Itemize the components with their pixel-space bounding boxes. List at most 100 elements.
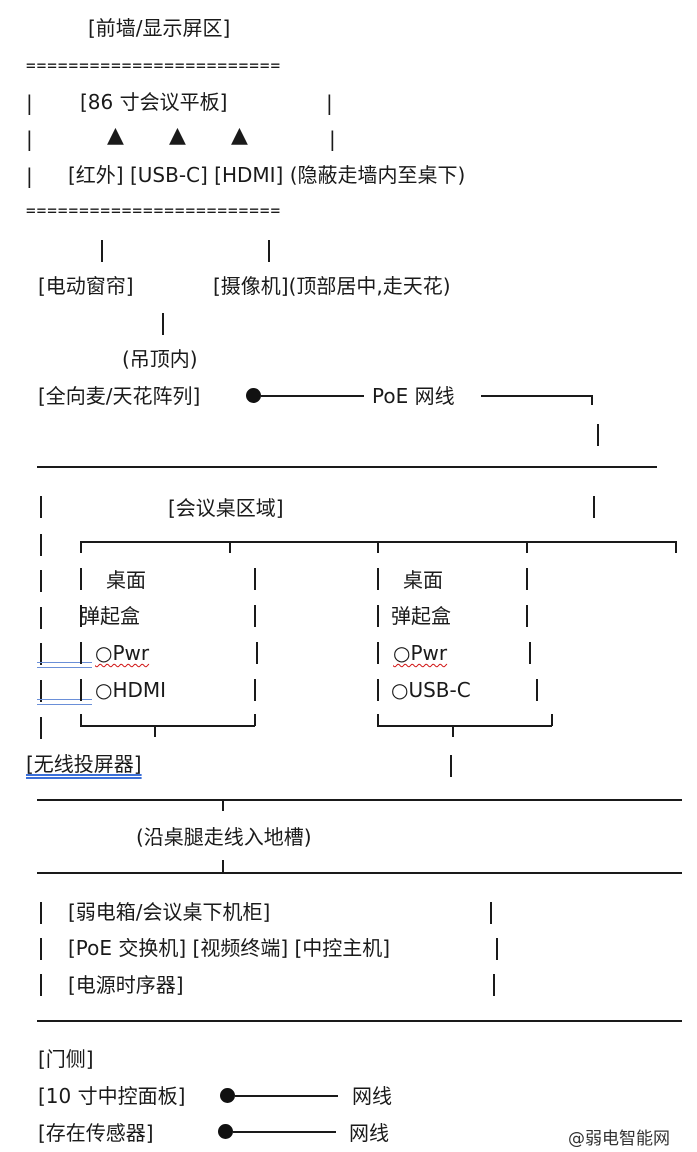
box-left-line2: 弹起盒 [80,604,140,628]
box-side [377,605,379,627]
box-side [526,605,528,627]
watermark: @弱电智能网 [568,1129,670,1149]
connector-line [222,860,224,872]
box-side [377,714,379,726]
cable-line [481,395,592,397]
box-drop [452,725,454,737]
bracket-tick [675,541,677,553]
box-bottom [80,725,255,727]
connector-line [597,424,599,446]
camera-label: [摄像机](顶部居中,走天花) [213,274,451,298]
wall-bar: | [326,91,333,115]
box-side [80,714,82,726]
cabinet-bar [40,938,42,960]
box-side [80,568,82,590]
cable-line [235,1095,338,1097]
separator-top: ======================== [26,56,282,75]
mic-label: [全向麦/天花阵列] [38,384,201,408]
box-left-port-hdmi: ○HDMI [95,678,167,702]
cabinet-title: [弱电箱/会议桌下机柜] [68,900,271,924]
box-side [526,568,528,590]
ceiling-note: (吊顶内) [122,347,198,371]
bullet-icon [220,1088,235,1103]
box-right-port-usbc: ○USB-C [391,678,471,702]
cabinet-bar [493,974,495,996]
cabinet-power: [电源时序器] [68,973,184,997]
table-bar [593,496,595,518]
cable-label: 网线 [352,1084,392,1108]
divider [37,799,682,801]
table-bar [40,717,42,739]
bracket-tick [526,541,528,553]
cabinet-bar [496,938,498,960]
cabinet-bar [40,974,42,996]
bullet-icon [246,388,261,403]
table-bar [40,607,42,629]
control-panel-label: [10 寸中控面板] [38,1084,186,1108]
box-side [377,568,379,590]
curtain-label: [电动窗帘] [38,274,134,298]
connector-line [450,755,452,777]
box-side [377,642,379,664]
divider [37,872,682,874]
poe-cable-label: PoE 网线 [372,384,455,408]
cabinet-bar [40,902,42,924]
cable-line [591,395,593,405]
box-side [80,605,82,627]
box-side [551,714,553,726]
connector-line [101,240,103,262]
door-side-title: [门侧] [38,1047,94,1071]
arrow-up-icon: ▲ [107,123,124,148]
cable-label: 网线 [349,1121,389,1145]
cable-line [233,1131,336,1133]
box-side [80,642,82,664]
wall-bar: | [26,127,33,151]
table-bar [40,534,42,556]
bracket-tick [80,541,82,553]
panel-label: [86 寸会议平板] [80,90,228,114]
floor-routing-note: (沿桌腿走线入地槽) [136,825,312,849]
box-right-port-pwr: ○Pwr [393,641,448,665]
box-bottom [377,725,552,727]
box-side [254,679,256,701]
box-side [254,605,256,627]
cable-line [261,395,364,397]
box-right-line2: 弹起盒 [391,604,451,628]
table-bar [40,643,42,665]
divider [37,466,657,468]
box-drop [154,725,156,737]
table-bar [40,680,42,702]
box-side [256,642,258,664]
connector-line [162,313,164,335]
table-bar [40,496,42,518]
connector-line [222,799,224,811]
box-side [254,714,256,726]
wall-bar: | [26,164,33,188]
front-wall-title: [前墙/显示屏区] [88,16,231,40]
presence-sensor-label: [存在传感器] [38,1121,154,1145]
box-side [377,679,379,701]
box-left-port-pwr: ○Pwr [95,641,150,665]
connector-line [268,240,270,262]
box-side [80,679,82,701]
arrow-up-icon: ▲ [231,123,248,148]
double-underline [37,662,92,668]
table-area-title: [会议桌区域] [168,496,284,520]
box-right-line1: 桌面 [403,568,443,592]
cabinet-bar [490,902,492,924]
bracket-tick [229,541,231,553]
wireless-projector-label: [无线投屏器] [26,752,142,776]
ports-label: [红外] [USB-C] [HDMI] (隐蔽走墙内至桌下) [68,163,466,187]
cabinet-devices: [PoE 交换机] [视频终端] [中控主机] [68,936,391,960]
bullet-icon [218,1124,233,1139]
wall-bar: | [329,127,336,151]
double-underline [37,699,92,705]
box-side [529,642,531,664]
table-bar [40,570,42,592]
box-side [536,679,538,701]
bracket-tick [377,541,379,553]
divider [37,1020,682,1022]
box-side [254,568,256,590]
wall-bar: | [26,91,33,115]
separator-bottom: ======================== [26,201,282,220]
